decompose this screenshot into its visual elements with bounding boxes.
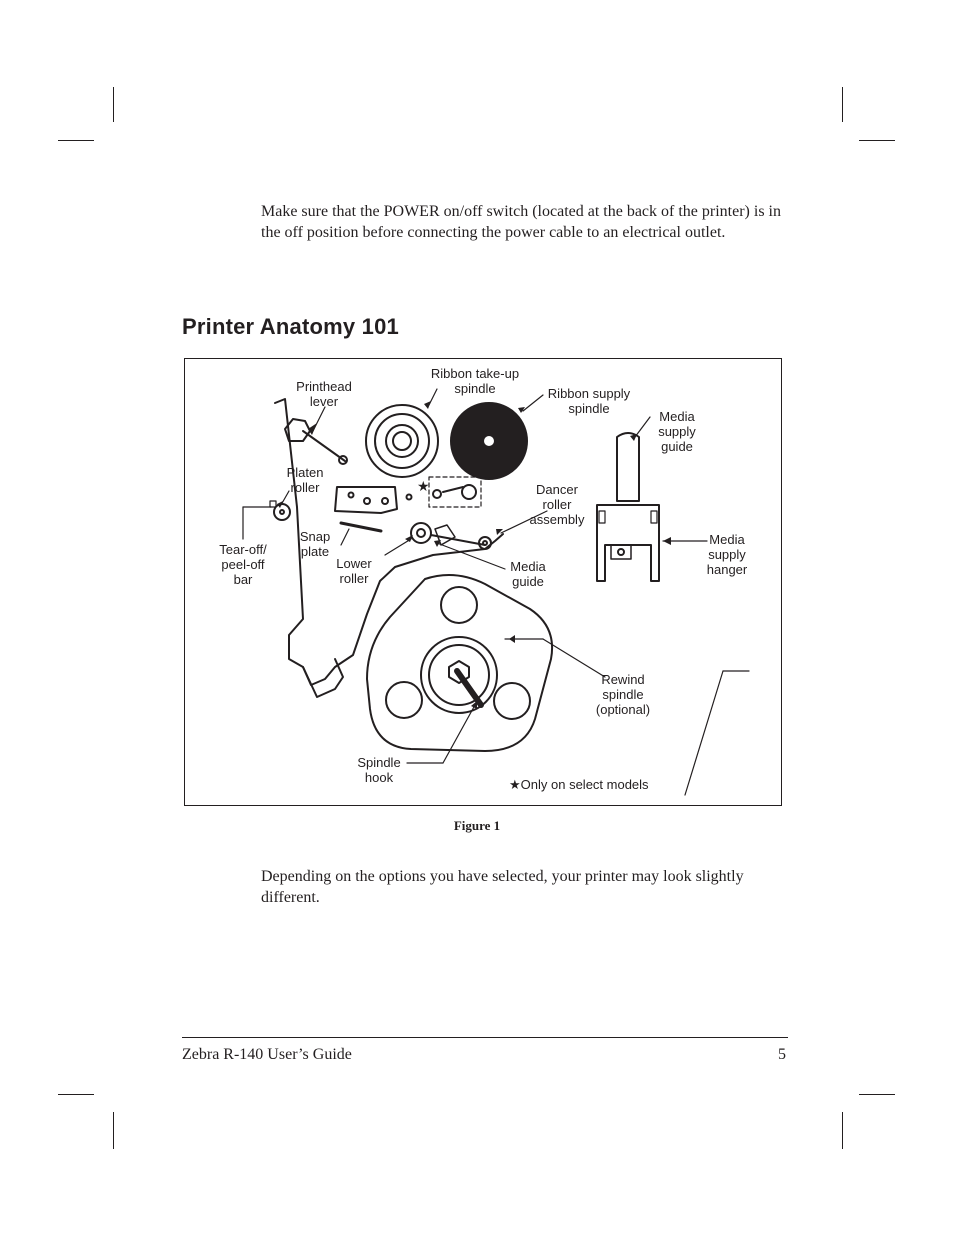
figure-caption: Figure 1 [453, 818, 501, 833]
optional-star-marker: ★ [417, 478, 430, 494]
crop-mark-bottom-right-vertical [842, 1112, 843, 1149]
crop-mark-top-left-vertical [113, 87, 114, 122]
crop-mark-top-left-horizontal [58, 140, 94, 141]
dancer-arm [430, 534, 486, 546]
outro-paragraph: Depending on the options you have select… [261, 868, 744, 906]
crop-mark-top-right-horizontal [859, 140, 895, 141]
label-rewind-spindle: Rewind spindle (optional) [595, 672, 651, 717]
crop-mark-top-right-vertical [842, 87, 843, 122]
note-text: Only on select models [520, 777, 649, 792]
take-up-spindle-outer [365, 404, 439, 478]
crop-mark-bottom-left-horizontal [58, 1094, 94, 1095]
spindle-hook-bar [454, 668, 484, 708]
rewind-spindle-plate [366, 574, 553, 752]
printhead-lever-arm [302, 430, 346, 462]
label-lower-roller: Lower roller [336, 556, 372, 586]
label-ribbon-supply-spindle: Ribbon supply spindle [547, 386, 631, 416]
label-media-supply-guide: Media supply guide [658, 409, 696, 454]
dancer-roller-circle [478, 536, 492, 550]
footer-guide-title: Zebra R-140 User’s Guide [182, 1046, 352, 1063]
label-media-guide: Media guide [510, 559, 546, 589]
crop-mark-bottom-right-horizontal [859, 1094, 895, 1095]
frame-lower-edge [302, 658, 344, 698]
rewind-right-hole [493, 682, 531, 720]
rewind-left-hole [385, 681, 423, 719]
label-ribbon-takeup-spindle: Ribbon take-up spindle [430, 366, 520, 396]
media-supply-guide-post [616, 432, 640, 502]
snap-plate-shape [339, 521, 383, 533]
printer-diagram: ★ [242, 388, 750, 796]
section-heading: Printer Anatomy 101 [182, 314, 399, 339]
label-tear-off-bar: Tear-off/ peel-off bar [219, 542, 267, 587]
crop-mark-bottom-left-vertical [113, 1112, 114, 1149]
rewind-upper-hole [440, 586, 478, 624]
label-spindle-hook: Spindle hook [357, 755, 401, 785]
lever-knob [338, 455, 348, 465]
optional-component-box [428, 476, 482, 508]
printer-anatomy-figure: ★ Printhead lever Ribbon take-up spindle… [184, 358, 782, 806]
side-plate-outline [274, 398, 504, 686]
label-snap-plate: Snap plate [299, 529, 331, 559]
note-star-icon: ★ [509, 777, 521, 792]
label-printhead-lever: Printhead lever [296, 379, 352, 409]
tear-off-bar-square [269, 500, 277, 508]
footer-rule [182, 1037, 788, 1038]
rewind-hub-outer [420, 636, 498, 714]
label-dancer-roller-assembly: Dancer roller assembly [529, 482, 585, 527]
media-supply-hanger-shape [596, 504, 660, 582]
label-media-supply-hanger: Media supply hanger [706, 532, 748, 577]
select-models-note: ★Only on select models [509, 777, 659, 792]
intro-paragraph: Make sure that the POWER on/off switch (… [261, 203, 781, 241]
lower-roller-circle [410, 522, 432, 544]
footer-page-number: 5 [778, 1046, 786, 1063]
label-platen-roller: Platen roller [286, 465, 324, 495]
printhead-plate [334, 486, 398, 514]
